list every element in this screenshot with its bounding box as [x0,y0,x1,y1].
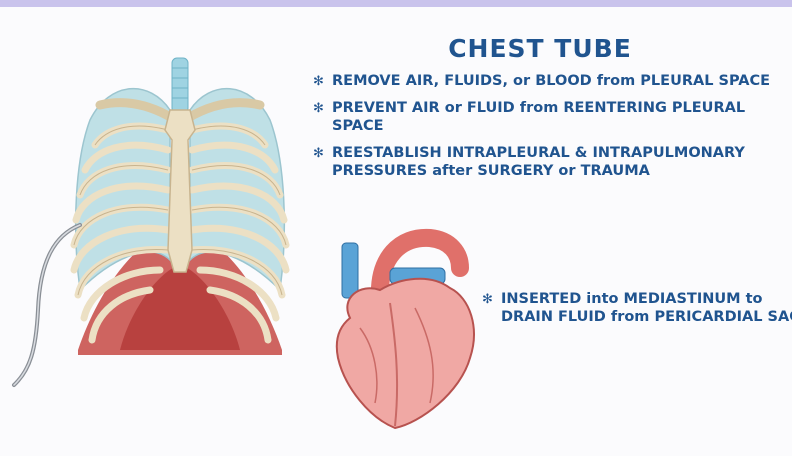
bullet-text: REESTABLISH INTRAPLEURAL & INTRAPULMONAR… [332,145,745,179]
sternum [164,109,196,273]
heart-note-text: INSERTED into MEDIASTINUM to DRAIN FLUID… [501,291,792,325]
asterisk-icon: ✻ [313,101,324,116]
rib-cage-illustration [12,57,290,387]
heart-note: ✻ INSERTED into MEDIASTINUM to DRAIN FLU… [482,290,792,326]
heart-body [335,277,475,430]
chest-tube [12,223,82,387]
bullet-text: PREVENT AIR or FLUID from REENTERING PLE… [332,100,746,134]
bullet-item: ✻ REMOVE AIR, FLUIDS, or BLOOD from PLEU… [313,72,788,90]
clavicle-left [95,98,177,123]
asterisk-icon: ✻ [313,146,324,161]
trachea [171,57,189,114]
asterisk-icon: ✻ [482,292,493,307]
bullet-list: ✻ REMOVE AIR, FLUIDS, or BLOOD from PLEU… [313,72,788,189]
page-title: CHEST TUBE [448,34,632,63]
bullet-item: ✻ PREVENT AIR or FLUID from REENTERING P… [313,99,788,135]
superior-vena-cava [341,242,359,299]
top-accent-bar [0,0,792,7]
heart-illustration [335,228,475,430]
asterisk-icon: ✻ [313,74,324,89]
clavicle-right [183,98,265,123]
bullet-item: ✻ REESTABLISH INTRAPLEURAL & INTRAPULMON… [313,144,788,180]
aorta [370,228,469,307]
bullet-text: REMOVE AIR, FLUIDS, or BLOOD from PLEURA… [332,73,771,89]
